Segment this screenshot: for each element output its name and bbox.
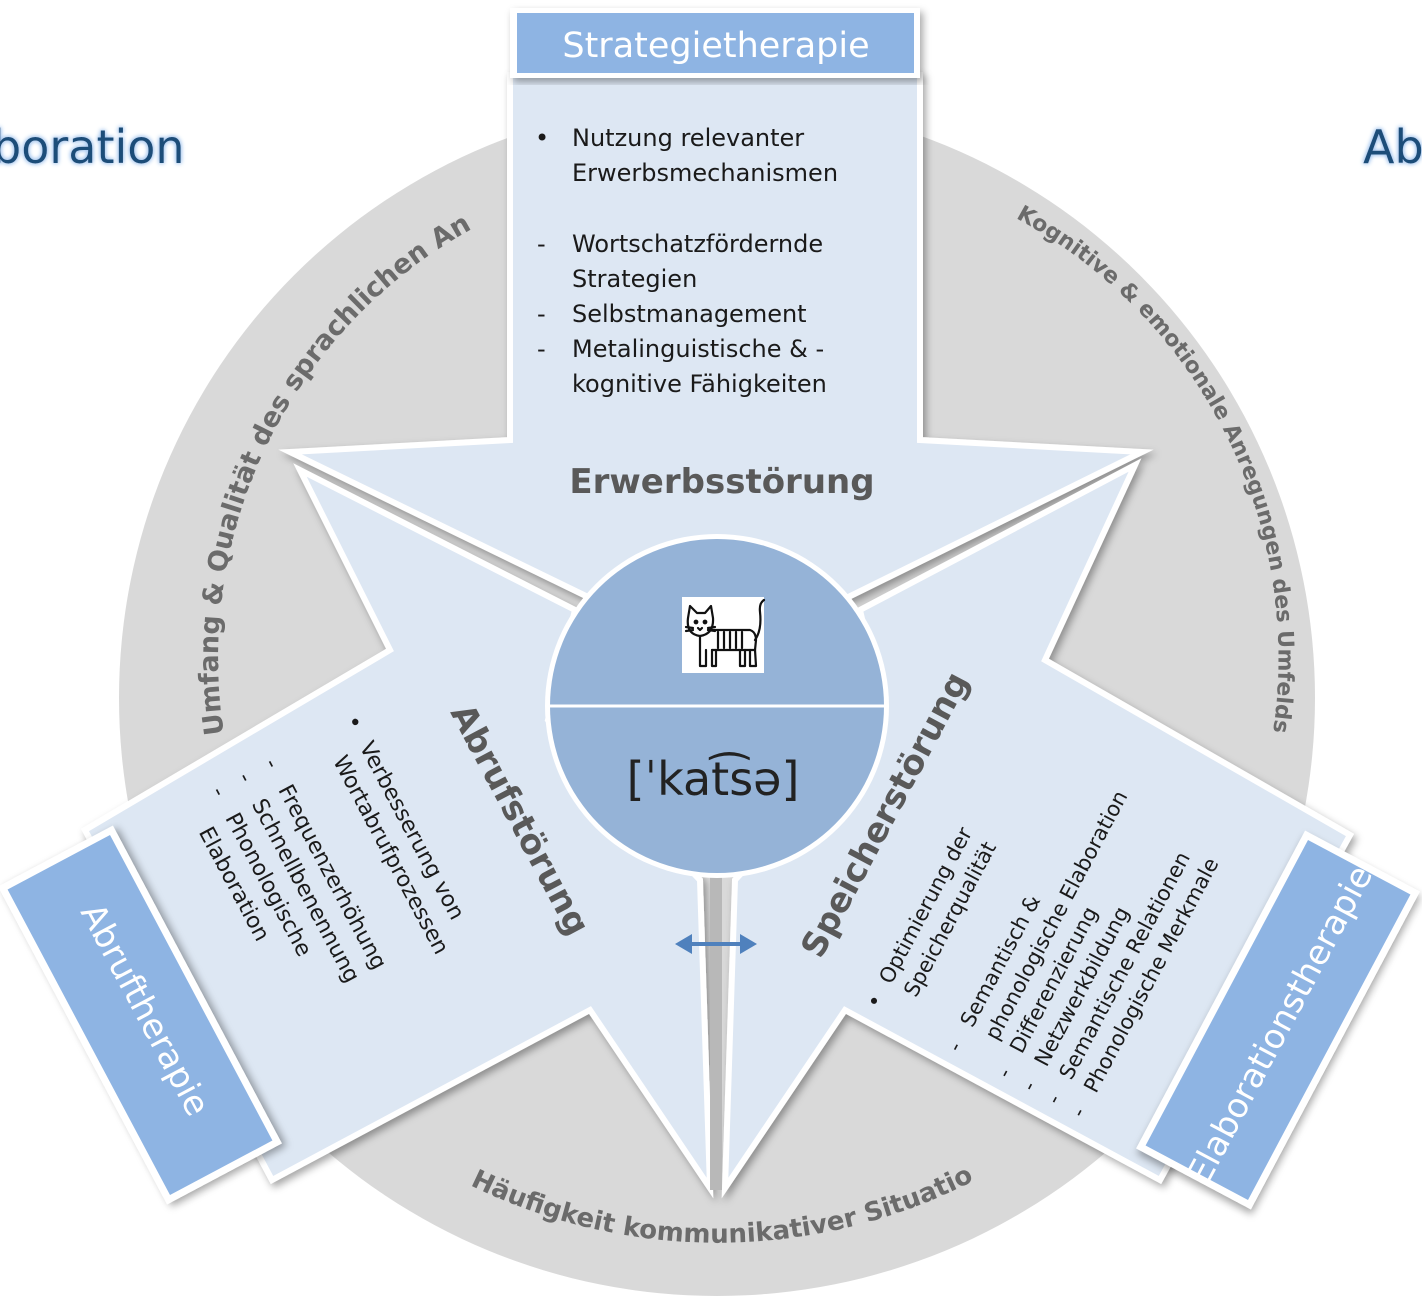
right-tab [1136,830,1420,1210]
edge-label-right: Ab [1363,120,1422,174]
phonetic-transcription: [ˈkat͡sə] [627,751,800,806]
top-line-2: Wortschatzfördernde [572,230,823,258]
top-line-6: kognitive Fähigkeiten [572,370,827,398]
top-panel-heading: Erwerbsstörung [569,462,874,502]
top-tab-fill [517,13,914,73]
center-divider [710,870,722,1190]
top-line-4: Selbstmanagement [572,300,807,328]
top-line-3: Strategien [572,265,697,293]
top-line-0: Nutzung relevanter [572,124,804,152]
top-panel-title: Strategietherapie [562,26,869,66]
cat-icon [682,597,766,673]
top-bullet-0: • [535,124,549,152]
edge-label-left: boration [0,120,185,174]
top-line-1: Erwerbsmechanismen [572,159,838,187]
top-bullet-4: - [537,300,546,328]
top-line-5: Metalinguistische & - [572,335,824,363]
top-panel-list: • Nutzung relevanter Erwerbsmechanismen … [535,124,838,398]
top-bullet-2: - [537,230,546,258]
center-circle [545,534,889,878]
left-tab [0,825,282,1205]
top-bullet-5: - [537,335,546,363]
double-arrow-icon [675,934,757,954]
